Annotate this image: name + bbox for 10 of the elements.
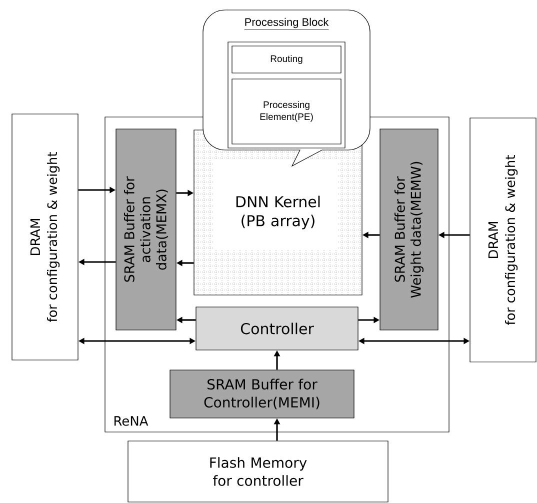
buffer-box: SRAM Buffer for Weight data(MEMW) (380, 128, 438, 330)
frame-box (228, 42, 346, 148)
controller-box: Controller (196, 306, 358, 350)
memory-box: Flash Memory for controller (128, 440, 388, 502)
unit-box: Routing (232, 46, 342, 74)
unit-box: Processing Element(PE) (232, 78, 342, 144)
memory-box: DRAM for configuration & weight (12, 114, 78, 360)
buffer-box: SRAM Buffer for Controller(MEMI) (170, 370, 354, 418)
memory-box: DRAM for configuration & weight (470, 118, 536, 362)
buffer-box: SRAM Buffer for activation data(MEMX) (116, 128, 176, 330)
